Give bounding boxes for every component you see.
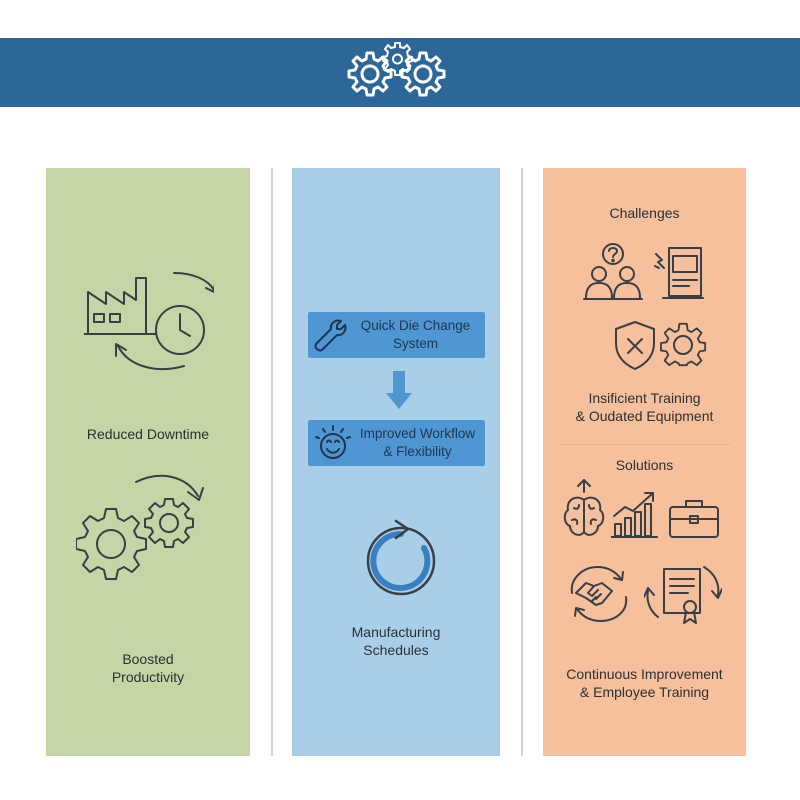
process-step-improved-workflow: Improved Workflow & Flexibility [308, 420, 485, 466]
benefit-label-reduced-downtime: Reduced Downtime [86, 426, 210, 442]
brain-icon [563, 479, 605, 536]
process-step-label: System [392, 336, 438, 351]
challenges-label: Insificient Training & Oudated Equipment [575, 390, 714, 424]
solutions-heading: Solutions [615, 457, 674, 473]
header-banner [0, 38, 800, 107]
gears-cycle-icon [76, 474, 204, 580]
smiley-icon [315, 425, 351, 459]
outdated-machine-icon [654, 247, 704, 299]
gears-icon [347, 42, 446, 97]
column-divider-right [521, 168, 523, 756]
process-column: Quick Die Change System Improved Workflo… [292, 168, 500, 756]
benefits-column: Reduced Downtime Boosted Productivity [46, 168, 250, 756]
process-label-manufacturing-schedules: Manufacturing Schedules [351, 624, 441, 658]
column-divider-left [271, 168, 273, 756]
process-step-label: Quick Die Change [360, 318, 471, 333]
process-step-label: Improved Workflow [359, 426, 476, 441]
handshake-cycle-icon [570, 566, 628, 622]
certificate-cycle-icon [644, 566, 722, 624]
cycle-icon [366, 519, 436, 596]
process-step-quick-die-change: Quick Die Change System [308, 312, 485, 358]
solutions-label: Continuous Improvement & Employee Traini… [566, 666, 723, 700]
challenges-heading: Challenges [609, 205, 680, 221]
growth-chart-icon [611, 492, 658, 538]
challenges-solutions-separator [560, 444, 730, 445]
factory-clock-icon [84, 272, 214, 371]
wrench-icon [314, 319, 347, 352]
confused-team-icon [583, 243, 643, 300]
issues-column: Challenges Insificient Training & Oudate… [543, 168, 746, 756]
process-step-label: & Flexibility [383, 444, 452, 459]
gear-icon [660, 322, 707, 367]
shield-x-icon [615, 321, 655, 370]
benefit-label-boosted-productivity: Boosted Productivity [111, 651, 185, 685]
toolbox-icon [669, 500, 719, 538]
arrow-down-icon [386, 371, 412, 409]
